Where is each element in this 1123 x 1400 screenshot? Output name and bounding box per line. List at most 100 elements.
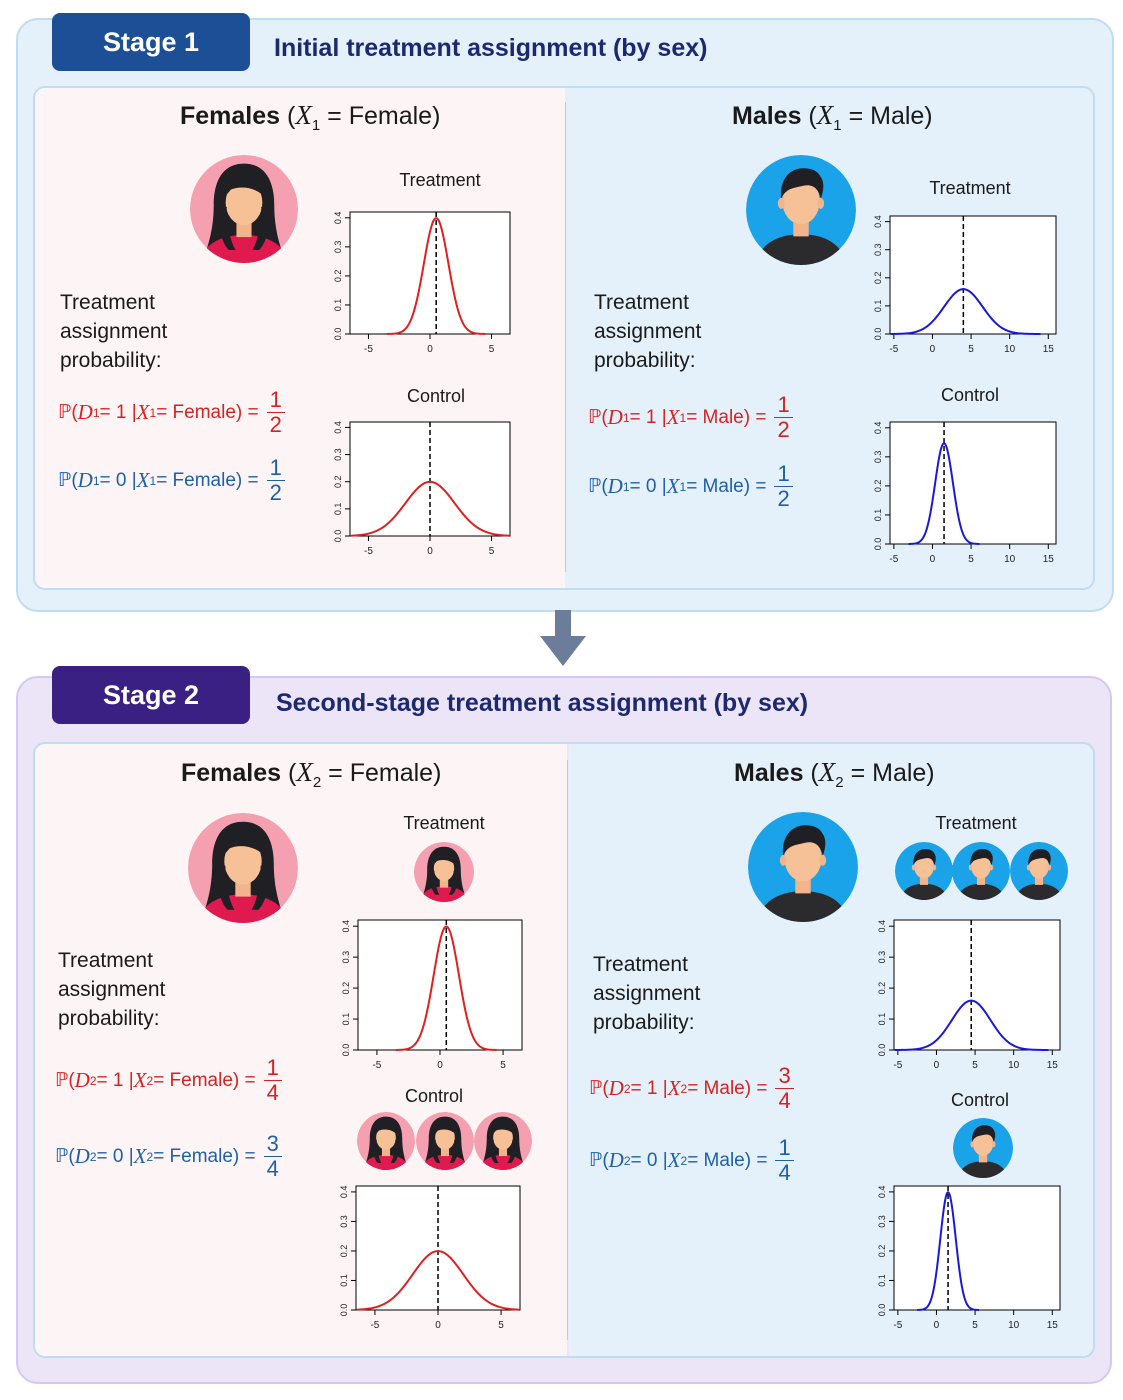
stage1-badge: Stage 1 <box>52 13 250 71</box>
x-tick-label: 10 <box>1004 344 1016 355</box>
x-tick-label: 5 <box>498 1320 504 1331</box>
density-curve <box>908 442 980 545</box>
y-tick-label: 0.4 <box>333 421 343 434</box>
y-tick-label: 0.3 <box>873 243 883 256</box>
female-avatar-icon <box>357 1112 415 1170</box>
y-tick-label: 0.2 <box>341 982 351 995</box>
y-tick-label: 0.4 <box>873 422 883 435</box>
stage2-female-treatment-chart: -5 0 5 0.0 0.1 0.2 0.3 0.4 <box>341 919 523 1071</box>
y-tick-label: 0.3 <box>873 451 883 464</box>
stage1-divider <box>565 102 566 572</box>
female-avatar-icon <box>188 813 298 923</box>
stage1-female-control-title: Control <box>406 386 466 406</box>
y-tick-label: 0.0 <box>877 1044 887 1057</box>
x-tick-label: 10 <box>1008 1060 1020 1071</box>
density-curve <box>386 217 486 335</box>
female-avatar-icon <box>474 1112 532 1170</box>
y-tick-label: 0.4 <box>341 920 351 933</box>
y-tick-label: 0.2 <box>877 1245 887 1258</box>
density-curve <box>894 999 1049 1051</box>
x-tick-label: -5 <box>372 1060 381 1071</box>
y-tick-label: 0.0 <box>873 538 883 551</box>
x-tick-label: 5 <box>968 344 974 355</box>
plot-frame <box>889 215 1057 335</box>
x-tick-label: -5 <box>370 1320 379 1331</box>
stage2-male-prob-label: Treatment assignment probability: <box>593 953 701 1034</box>
y-tick-label: 0.1 <box>341 1013 351 1026</box>
x-tick-label: 10 <box>1008 1320 1020 1331</box>
y-tick-label: 0.3 <box>339 1215 349 1228</box>
x-tick-label: 15 <box>1047 1060 1059 1071</box>
x-tick-label: 5 <box>972 1320 978 1331</box>
y-tick-label: 0.4 <box>877 1186 887 1199</box>
y-tick-label: 0.0 <box>341 1044 351 1057</box>
density-curve <box>357 1250 519 1311</box>
x-tick-label: 0 <box>427 344 433 355</box>
y-tick-label: 0.1 <box>873 509 883 522</box>
x-tick-label: 0 <box>435 1320 441 1331</box>
male-avatar-icon <box>1010 842 1068 900</box>
stage1-female-treatment-title: Treatment <box>399 170 481 190</box>
male-avatar-icon <box>746 155 856 265</box>
x-tick-label: 0 <box>934 1060 940 1071</box>
stage2-male-control-title: Control <box>950 1090 1010 1110</box>
stage1-female-prob-label: Treatment assignment probability: <box>60 291 168 372</box>
x-tick-label: -5 <box>364 546 373 557</box>
female-avatar-icon <box>416 1112 474 1170</box>
y-tick-label: 0.4 <box>339 1186 349 1199</box>
male-avatar-icon <box>953 1118 1013 1178</box>
y-tick-label: 0.3 <box>877 1215 887 1228</box>
x-tick-label: 0 <box>427 546 433 557</box>
down-arrow-icon <box>540 610 586 666</box>
y-tick-label: 0.0 <box>873 328 883 341</box>
x-tick-label: 15 <box>1043 554 1055 565</box>
x-tick-label: 0 <box>930 554 936 565</box>
x-tick-label: -5 <box>364 344 373 355</box>
density-curve <box>890 288 1041 335</box>
y-tick-label: 0.1 <box>333 503 343 516</box>
stage2-male-heading: Males (X2 = Male) <box>734 757 935 791</box>
y-tick-label: 0.2 <box>333 270 343 283</box>
x-tick-label: 0 <box>437 1060 443 1071</box>
stage2-female-treatment-title: Treatment <box>403 813 485 833</box>
y-tick-label: 0.4 <box>877 920 887 933</box>
stage1-male-treatment-title: Treatment <box>929 178 1011 198</box>
density-curve <box>351 480 509 537</box>
y-tick-label: 0.3 <box>333 448 343 461</box>
y-tick-label: 0.2 <box>873 480 883 493</box>
x-tick-label: 5 <box>500 1060 506 1071</box>
y-tick-label: 0.4 <box>333 212 343 225</box>
stage2-male-treatment-title: Treatment <box>935 813 1017 833</box>
female-avatar-icon <box>190 155 298 263</box>
male-avatar-icon <box>748 812 858 922</box>
y-tick-label: 0.0 <box>333 530 343 543</box>
male-avatar-icon <box>952 842 1010 900</box>
stage1-title: Initial treatment assignment (by sex) <box>274 34 708 62</box>
x-tick-label: 5 <box>968 554 974 565</box>
stage2-female-prob-label: Treatment assignment probability: <box>58 949 166 1030</box>
stage2-female-heading: Females (X2 = Female) <box>181 757 442 791</box>
x-tick-label: 15 <box>1043 344 1055 355</box>
y-tick-label: 0.0 <box>877 1304 887 1317</box>
x-tick-label: 15 <box>1047 1320 1059 1331</box>
x-tick-label: -5 <box>889 554 898 565</box>
stage2-title: Second-stage treatment assignment (by se… <box>276 689 809 717</box>
y-tick-label: 0.3 <box>341 951 351 964</box>
x-tick-label: -5 <box>889 344 898 355</box>
stage2-badge: Stage 2 <box>52 666 250 724</box>
stage2-divider <box>567 760 568 1340</box>
x-tick-label: 5 <box>972 1060 978 1071</box>
x-tick-label: 5 <box>489 546 495 557</box>
female-avatar-icon <box>414 842 474 902</box>
